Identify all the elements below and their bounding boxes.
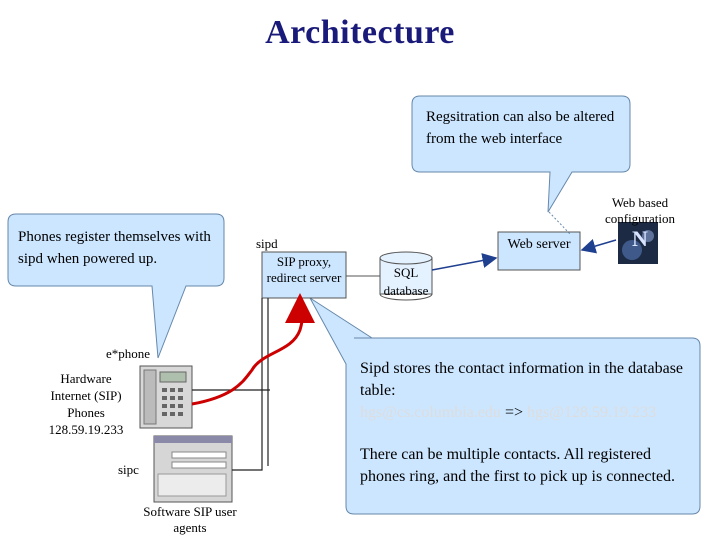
web-config-label: Web based configuration (604, 195, 676, 226)
sipd-description: SIP proxy, redirect server (266, 254, 342, 285)
web-server-label: Web server (507, 237, 571, 252)
sipd-stores-text: Sipd stores the contact information in t… (360, 360, 684, 399)
web-server-box (497, 231, 581, 271)
callout-pointer-line (548, 211, 571, 235)
ephone-label: e*phone (106, 346, 151, 361)
registration-callout-text: Regsitration can also be altered from th… (426, 109, 615, 147)
hardware-phone-label: Hardware Internet (SIP) Phones 128.59.19… (48, 371, 124, 437)
mapping-user: hgs@cs.columbia.edu (360, 404, 501, 421)
sql-database-icon (379, 251, 433, 301)
netscape-to-webserver-arrow (580, 238, 617, 254)
sql-to-webserver-arrow (431, 253, 498, 271)
software-agents-label: Software SIP user agents (143, 504, 237, 535)
sipd-name-label: sipd (256, 236, 278, 251)
phones-callout-shape (7, 213, 225, 359)
sipc-connector (232, 298, 263, 471)
registration-callout-shape (411, 95, 631, 213)
sipd-callout-shape (309, 297, 701, 515)
phones-callout-text: Phones register themselves with sipd whe… (18, 229, 211, 267)
mapping-arrow: => (500, 404, 527, 421)
multiple-contacts-text: There can be multiple contacts. All regi… (360, 446, 676, 485)
hardware-phone-icon (139, 365, 193, 429)
netscape-letter: N (632, 226, 648, 251)
netscape-icon (618, 222, 658, 264)
mapping-host: hgs@128.59.19.233 (526, 404, 656, 421)
sipc-window-icon (153, 435, 233, 503)
sql-label: SQL (393, 265, 419, 280)
sipd-stores-callout: Sipd stores the contact information in t… (360, 358, 695, 424)
page-title: Architecture (265, 14, 455, 51)
sipc-label: sipc (118, 462, 139, 477)
database-label: database (383, 283, 429, 298)
registration-path-red (191, 293, 316, 406)
